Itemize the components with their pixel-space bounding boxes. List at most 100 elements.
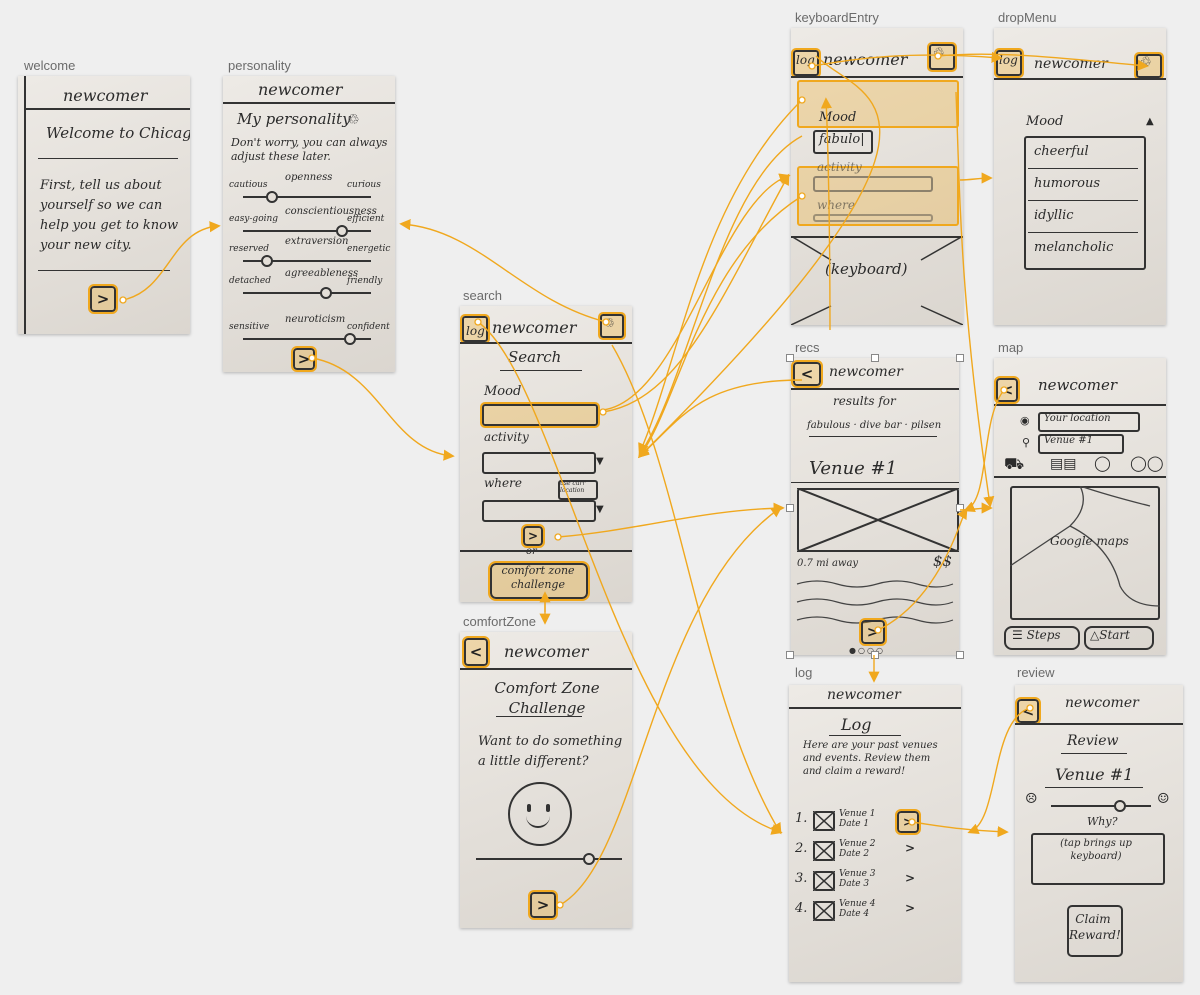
image-placeholder-icon [797, 488, 959, 552]
to-value: Venue #1 [1044, 435, 1093, 446]
smiley-icon [508, 782, 572, 846]
search-title: Search [508, 348, 562, 366]
why-label: Why? [1087, 815, 1118, 828]
collapse-icon[interactable]: ▲ [1146, 116, 1154, 127]
log-title: Log [841, 715, 872, 734]
review-button[interactable]: > [895, 809, 921, 835]
log-item-date: Date 4 [839, 909, 870, 919]
claim-reward-button[interactable] [1067, 905, 1123, 957]
mood-option[interactable]: humorous [1034, 176, 1100, 191]
slider-knob[interactable] [266, 191, 278, 203]
log-item-venue: Venue 1 [839, 809, 876, 819]
mood-value: fabulo| [819, 132, 865, 147]
welcome-greeting: Welcome to Chicago! [46, 124, 190, 142]
walk-icon[interactable]: ◯ [1094, 454, 1111, 472]
image-placeholder-icon [813, 871, 835, 891]
trait-name: conscientiousness [285, 206, 377, 217]
chevron-right-icon[interactable]: > [905, 901, 916, 915]
where-field[interactable] [482, 500, 596, 522]
bus-icon[interactable]: ▤▤ [1050, 456, 1077, 472]
screen-comfortzone: < newcomer Comfort Zone Challenge Want t… [460, 632, 632, 928]
screen-personality: newcomer My personality ♲ Don't worry, y… [223, 76, 395, 372]
chevron-right-icon[interactable]: > [905, 841, 916, 855]
back-button[interactable]: < [791, 360, 823, 388]
activity-field[interactable] [813, 176, 933, 192]
next-button[interactable]: > [88, 284, 118, 314]
app-title: newcomer [827, 687, 901, 703]
claim-reward-label: Claim Reward! [1069, 912, 1121, 942]
next-button[interactable]: > [521, 524, 545, 548]
comfort-title: Comfort Zone Challenge [494, 679, 600, 717]
screen-keyboardentry: log newcomer ♲ Mood fabulo| activity whe… [791, 28, 963, 325]
log-item-date: Date 3 [839, 879, 870, 889]
from-field[interactable] [1038, 412, 1140, 432]
trait-slider[interactable] [243, 191, 371, 203]
location-icon: ◉ [1020, 414, 1030, 427]
log-item-venue: Venue 2 [839, 839, 876, 849]
venue-thumbnail [813, 811, 835, 831]
page-dots: ●○○○ [849, 646, 885, 655]
app-title: newcomer [492, 318, 577, 337]
comfort-zone-button[interactable] [488, 561, 590, 601]
log-item-date: Date 2 [839, 849, 870, 859]
slider-knob[interactable] [344, 333, 356, 345]
keyboard-placeholder [791, 236, 963, 325]
image-placeholder-icon [813, 901, 835, 921]
profile-button[interactable] [927, 42, 957, 72]
next-button[interactable]: > [528, 890, 558, 920]
mood-field[interactable] [813, 130, 873, 154]
use-location-button[interactable] [558, 480, 598, 500]
mood-option[interactable]: idyllic [1034, 208, 1074, 223]
start-label: △Start [1090, 628, 1130, 642]
venue-thumbnail [813, 841, 835, 861]
trait-slider[interactable] [243, 333, 371, 345]
sad-face-icon: ☹ [1025, 791, 1038, 807]
dropdown-icon[interactable]: ▼ [596, 504, 604, 515]
label-search: search [463, 288, 503, 303]
mood-label: Mood [819, 110, 857, 125]
why-field[interactable] [1031, 833, 1165, 885]
trait-left-label: easy-going [229, 214, 279, 224]
activity-field[interactable] [482, 452, 596, 474]
app-title: newcomer [823, 50, 908, 69]
mood-option[interactable]: melancholic [1034, 240, 1114, 255]
log-button[interactable] [791, 48, 821, 78]
mood-options [1024, 136, 1146, 270]
rating-slider[interactable] [1051, 800, 1151, 812]
trait-slider[interactable] [243, 287, 371, 299]
to-field[interactable] [1038, 434, 1124, 454]
app-title: newcomer [258, 80, 343, 99]
keyboard-label: (keyboard) [825, 260, 908, 278]
trait-left-label: detached [229, 276, 271, 286]
slider-knob[interactable] [261, 255, 273, 267]
label-welcome: welcome [24, 58, 76, 73]
slider-knob[interactable] [336, 225, 348, 237]
map-roads [1010, 486, 1160, 607]
car-icon[interactable]: ⛟ [1004, 454, 1025, 473]
comfort-slider[interactable] [476, 853, 622, 865]
app-title: newcomer [1065, 695, 1139, 711]
results-query: fabulous · dive bar · pilsen [807, 420, 942, 431]
trait-slider[interactable] [243, 255, 371, 267]
slider-knob[interactable] [320, 287, 332, 299]
profile-button[interactable] [1134, 52, 1164, 80]
trait-slider[interactable] [243, 225, 371, 237]
dropdown-icon[interactable]: ▼ [596, 456, 604, 467]
bike-icon[interactable]: ◯◯ [1130, 454, 1164, 472]
venue-thumbnail [813, 871, 835, 891]
where-field[interactable] [813, 214, 933, 222]
label-dropmenu: dropMenu [998, 10, 1057, 25]
mood-option[interactable]: cheerful [1034, 144, 1089, 159]
label-comfortzone: comfortZone [463, 614, 536, 629]
chevron-right-icon[interactable]: > [905, 871, 916, 885]
back-button[interactable]: < [462, 636, 490, 668]
trait-right-label: confident [347, 322, 390, 332]
steps-button[interactable] [1004, 626, 1080, 650]
profile-button[interactable] [598, 312, 626, 340]
venue-thumbnail [813, 901, 835, 921]
start-button[interactable] [1084, 626, 1154, 650]
log-item-venue: Venue 4 [839, 899, 876, 909]
venue-price: $$ [933, 552, 953, 570]
screen-recs: < newcomer results for fabulous · dive b… [791, 358, 959, 655]
